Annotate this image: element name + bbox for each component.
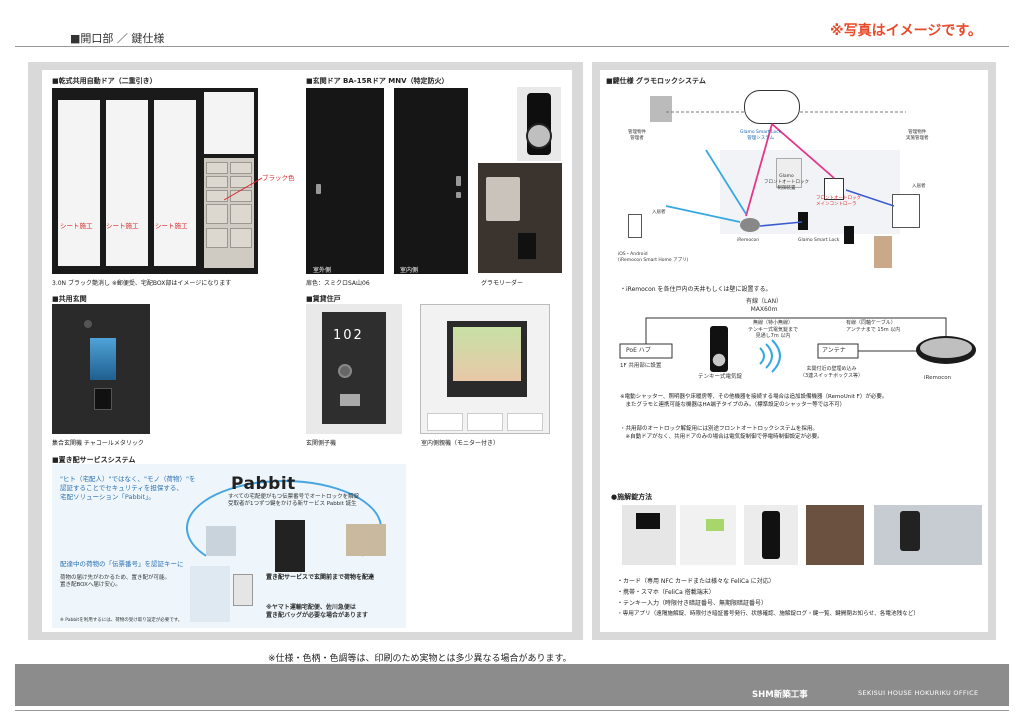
poe-label: PoE ハブ xyxy=(626,347,651,354)
sheet-label-3: シート施工 xyxy=(155,222,188,230)
resident-label: 入居者 xyxy=(912,184,926,189)
delivery-photo-3 xyxy=(346,524,386,556)
callout-line xyxy=(223,177,263,201)
mailbox-wall xyxy=(204,158,254,268)
unlock-method-phone: ・携帯・スマホ（FeliCa 搭載端末） xyxy=(617,589,715,596)
indoor-monitor-photo xyxy=(420,304,550,434)
lan-label: 有線（LAN） MAX60m xyxy=(746,298,783,313)
pabbit-logo: Pabbit xyxy=(231,474,296,494)
common-entrance-heading: ■共用玄関 xyxy=(52,295,87,303)
manager1-label: 管理物件 管理者 xyxy=(628,130,646,141)
header-divider xyxy=(15,46,1009,47)
glass-panel-2 xyxy=(106,100,148,266)
unlock-method-app: ・専用アプリ（遠隔施解錠、時限付き暗証番号発行、状態確認、施解錠ログ・鍵一覧、鍵… xyxy=(617,611,919,617)
common-entrance-caption: 集合玄関機 チャコールメタリック xyxy=(52,440,144,447)
unlock-card-photo xyxy=(622,505,676,565)
delivery-photo-2 xyxy=(275,520,305,572)
room-number: 102 xyxy=(333,328,364,343)
iremocon-caption: iRemocon xyxy=(924,375,952,381)
remocon-label: iRemocon xyxy=(737,238,760,243)
unlock-heading: ●施解錠方法 xyxy=(611,493,653,501)
antenna-label: アンテナ xyxy=(822,347,846,354)
manager2-label: 管理物件 実施管理者 xyxy=(906,130,929,141)
sheet-label-1: シート施工 xyxy=(60,222,93,230)
inside-label: 室内側 xyxy=(400,267,419,274)
page-title: ■開口部 ／ 鍵仕様 xyxy=(70,32,165,45)
delivery-body: 荷物の届け先がわかるため、置き配が可能。 置き配BOXへ届け安心。 xyxy=(60,575,171,589)
unlock-phone-photo xyxy=(680,505,736,565)
frontdoor-label: Glamo フロントオートロック 制御装置 xyxy=(764,174,809,191)
delivery-desc: すべての宅配便がもつ伝票番号でオートロックを解錠 受取者が1つずつ鍵をかける新サ… xyxy=(228,494,360,508)
poe-location: 1F 共用部に設置 xyxy=(620,363,662,369)
courier-illustration xyxy=(190,566,230,622)
unlock-app-photo xyxy=(874,505,982,565)
system-diagram xyxy=(606,86,982,270)
smartlock-label: Glamo Smart Lock xyxy=(798,238,840,243)
delivery-box xyxy=(233,574,253,606)
door-inside-photo xyxy=(394,88,468,274)
unlock-method-keypad: ・テンキー入力（時限付き暗証番号、無期限暗証番号） xyxy=(617,600,768,607)
door-station-photo xyxy=(322,312,386,424)
footer-divider xyxy=(15,710,1009,711)
auto-door-photo xyxy=(52,88,258,274)
remocon-install-note: ・iRemocon を各住戸内の天井もしくは壁に設置する。 xyxy=(620,286,772,293)
black-color-callout: ブラック色 xyxy=(262,174,295,182)
unlock-method-card: ・カード（専用 NFC カードまたは様々な FeliCa に対応） xyxy=(617,578,775,585)
delivery-caption: 置き配サービスで玄関前まで荷物を配達 xyxy=(266,574,375,581)
antenna-location: 玄関付近の壁埋め込み （3連スイッチボックス等） xyxy=(800,366,864,379)
delivery-footnote: ※ Pabbitを利用するには、荷物の受け取り設定が必要です。 xyxy=(60,618,183,623)
network-diagram xyxy=(619,317,976,373)
unit-entrance-heading: ■賃貸住戸 xyxy=(306,295,341,303)
keypad-label: テンキー式電気錠 xyxy=(698,374,743,380)
delivery-heading: ■置き配サービスシステム xyxy=(52,456,136,464)
door-station-caption: 玄関側子機 xyxy=(306,440,337,447)
equipment-note: ※電動シャッター、照明器や床暖房等、その他機器を接続する場合は追加設備機器（Re… xyxy=(620,394,888,409)
delivery-intro: "ヒト（宅配人）"ではなく、"モノ（荷物）"を 認証することでセキュリティを担保… xyxy=(60,475,196,502)
resident-label-2: 入居者 xyxy=(652,210,666,215)
sheet-label-2: シート施工 xyxy=(106,222,139,230)
door-color-caption: 扉色：スミクロSA山06 xyxy=(306,280,370,287)
wireless-label: 無線（特小無線） テンキー式電気錠まで 見通し7m 以内 xyxy=(748,320,799,339)
delivery-photo-1 xyxy=(206,526,236,556)
lock-system-heading: ■鍵仕様 グラモロックシステム xyxy=(606,77,706,85)
glamo-reader-photo xyxy=(478,163,562,273)
outside-label: 室外側 xyxy=(313,267,332,274)
glass-panel-1 xyxy=(58,100,100,266)
door-outside-photo xyxy=(306,88,384,274)
reader-caption: グラモリーダー xyxy=(481,280,524,287)
glass-panel-4 xyxy=(204,92,254,154)
delivery-note: ※ヤマト運輸宅配便、佐川急便は 置き配バッグが必要な場合があります xyxy=(266,604,369,620)
print-disclaimer: ※仕様・色柄・色調等は、印刷のため実物とは多少異なる場合があります。 xyxy=(268,654,572,664)
app-label: iOS・Android (iRemocon Smart Home アプリ) xyxy=(618,252,689,263)
unlock-hand-photo xyxy=(806,505,864,565)
footer-bar xyxy=(15,664,1009,706)
front-lock-note: ・共用部のオートロック解錠用には別途フロントオートロックシステムを採用。 ※自動… xyxy=(620,426,823,441)
entrance-panel-photo xyxy=(52,304,150,434)
indoor-monitor-caption: 室内側親機（モニター付き） xyxy=(421,440,500,447)
controller-label: フロントオートロック メインコントローラ xyxy=(816,196,861,207)
smart-lock-photo xyxy=(517,87,561,161)
auto-door-caption: 3.0N ブラック艶消し ※郵便受、宅配BOX部はイメージになります xyxy=(52,280,232,287)
unlock-keypad-photo xyxy=(744,505,798,565)
footer-brand: SHM新築工事 xyxy=(752,690,808,700)
entrance-door-heading: ■玄関ドア BA-15Rドア MNV（特定防火） xyxy=(306,77,449,85)
cable-label: 有線（同軸ケーブル） アンテナまで 15m 以内 xyxy=(846,320,901,333)
delivery-sub: 配達中の荷物の「伝票番号」を認証キーに xyxy=(60,560,184,568)
footer-company: SEKISUI HOUSE HOKURIKU OFFICE xyxy=(858,689,979,697)
glass-panel-3 xyxy=(154,100,196,266)
cloud-label: Glamo Smart Lock 管理システム xyxy=(740,130,782,141)
image-note: ※写真はイメージです。 xyxy=(830,23,982,39)
auto-door-heading: ■乾式共用自動ドア（二重引き） xyxy=(52,77,157,85)
